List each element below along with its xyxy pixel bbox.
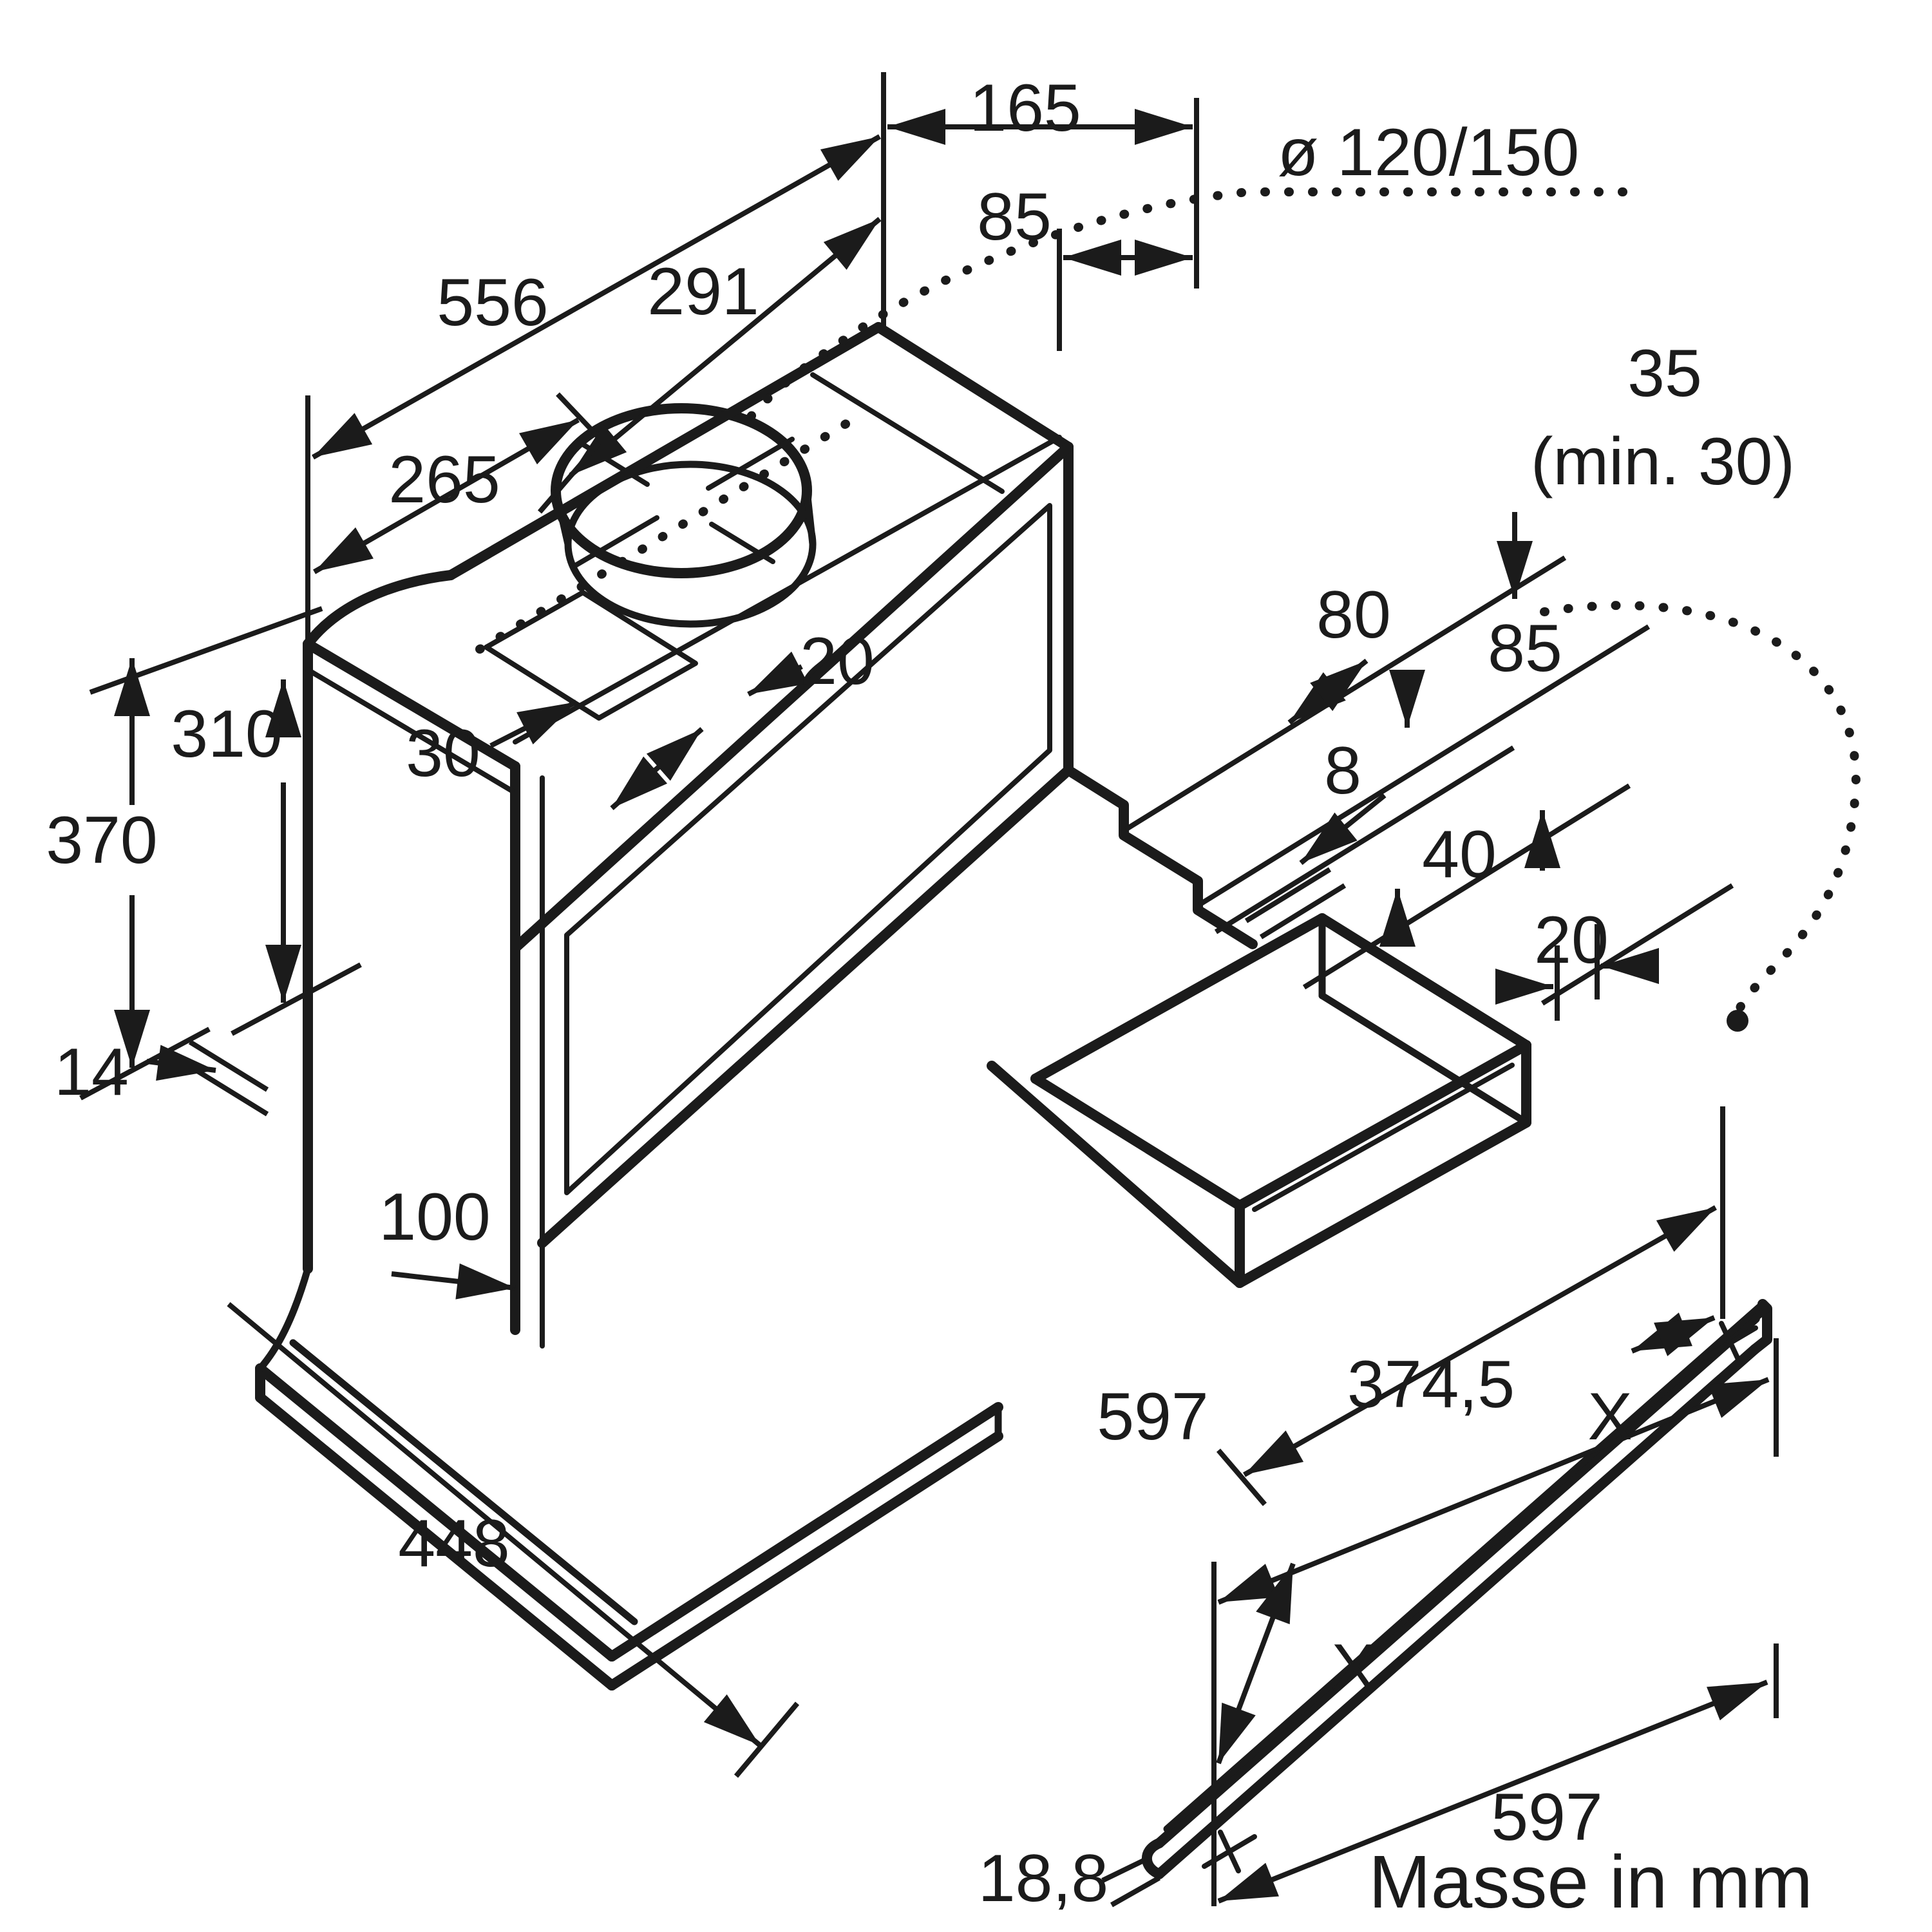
wall-reference-dot (1727, 1010, 1748, 1032)
visor-lip-inner-line (1252, 1063, 1515, 1212)
unit-note: Masse in mm (1368, 1840, 1813, 1924)
dim-label-X-top: X (1587, 1379, 1632, 1454)
leader-14 (146, 1045, 216, 1081)
base-front-top-edge (607, 1402, 1003, 1662)
ext-right-5 (1540, 883, 1734, 1006)
dim-3745 (1243, 1205, 1717, 1477)
tick-8-b (1259, 883, 1347, 940)
dim-448 (227, 1302, 762, 1748)
tick-14-a (188, 1039, 269, 1092)
dim-label-85-right: 85 (1488, 611, 1562, 686)
canopy-front-fill (515, 447, 1068, 1272)
leader-20-top (747, 651, 808, 697)
tick-8-a (1244, 867, 1332, 923)
dim-597-bar (1217, 1680, 1768, 1904)
dim-label-40: 40 (1422, 817, 1497, 892)
diameter-leader-dotted (737, 187, 1627, 433)
visor-top-back-edge (1030, 913, 1327, 1084)
tick-3745-left (1216, 1448, 1267, 1506)
base-left-top-edge (255, 1363, 617, 1662)
canopy-top-right-edge (873, 322, 1074, 452)
visor-top-right-edge (1317, 913, 1531, 1050)
dim-label-35: 35 (1627, 336, 1702, 411)
dim-label-80: 80 (1316, 578, 1391, 652)
dim-label-85-top: 85 (977, 180, 1052, 254)
tick-448-end (734, 1701, 800, 1778)
dim-label-291: 291 (647, 254, 759, 329)
tick-310-bottom (231, 962, 362, 1036)
dim-label-20-right: 20 (1534, 903, 1609, 978)
dimension-lines (79, 72, 1861, 1908)
tick-370-bottom (79, 1027, 211, 1101)
pullout-visor (987, 913, 1531, 1288)
visor-right-bottom-edge (1318, 992, 1530, 1126)
tick-291-left (537, 441, 601, 514)
base-left-bottom-edge (255, 1392, 617, 1690)
ext-right-3 (1214, 745, 1515, 934)
dim-label-448: 448 (398, 1506, 510, 1581)
ext-right-4 (1302, 783, 1631, 990)
canopy-to-base-curve (256, 1265, 312, 1372)
dim-label-597-hood: 597 (1097, 1379, 1209, 1454)
canopy-top-left-edge (303, 639, 520, 772)
leader-188-b (1110, 1875, 1160, 1908)
base-inner-top-line (289, 1339, 638, 1625)
base-left-lip-face (260, 1368, 612, 1685)
dim-X-top (1631, 1312, 1716, 1356)
dim-label-556: 556 (437, 265, 549, 340)
base-assembly (255, 1339, 1003, 1690)
chassis-step-edge (1063, 765, 1258, 949)
front-face-inner-frame (564, 503, 1052, 1195)
chassis-step-profile (1063, 765, 1258, 949)
base-front-lip-face (612, 1407, 998, 1685)
wall-reference-dotted (1540, 601, 1861, 1014)
collar-centerline-d2 (709, 522, 775, 564)
leader-188-a (1101, 1856, 1149, 1883)
dim-label-X-bottom: X (1331, 1631, 1376, 1705)
dim-label-188: 18,8 (978, 1841, 1108, 1916)
top-face-panel (484, 590, 698, 721)
leader-30 (489, 699, 578, 748)
top-left-inner-line (305, 667, 515, 793)
dim-label-370: 370 (46, 803, 158, 878)
dim-label-310: 310 (171, 697, 283, 772)
dim-label-20-top: 20 (800, 624, 875, 699)
dim-label-3745: 374,5 (1347, 1347, 1515, 1422)
dim-label-265: 265 (388, 442, 500, 517)
dim-arrow-topface (610, 726, 704, 811)
visor-lip-top-edge (1235, 1040, 1531, 1211)
visor-pullout-left-edge (987, 1061, 1245, 1288)
collar-centerline-w1 (571, 515, 659, 569)
dim-label-min30: (min. 30) (1531, 424, 1795, 499)
top-face-dotted-line (475, 413, 861, 654)
leader-8 (1299, 793, 1387, 866)
canopy-front-bottom-edge (537, 765, 1074, 1248)
dim-label-165: 165 (969, 71, 1081, 146)
dim-label-8: 8 (1324, 734, 1361, 808)
dim-label-14: 14 (54, 1035, 129, 1110)
canopy-front-top-edge (510, 442, 1074, 953)
dim-265 (313, 417, 580, 574)
bar-right-top-corner (1751, 1305, 1771, 1322)
tick-heights-top (89, 606, 323, 695)
dim-label-diameter: ø 120/150 (1278, 115, 1579, 190)
base-front-bottom-edge (607, 1431, 1003, 1690)
dim-label-100: 100 (379, 1180, 491, 1255)
tick-14-b (188, 1064, 269, 1117)
dim-291 (569, 216, 882, 478)
dim-label-30: 30 (406, 716, 480, 791)
ext-right-2 (1197, 624, 1651, 907)
canopy-left-fill (308, 644, 515, 1330)
dim-80 (1287, 658, 1368, 725)
canopy-endcap-curve (303, 570, 456, 649)
dim-label-597-bar: 597 (1491, 1780, 1603, 1855)
collar-right-side (803, 487, 817, 548)
visor-top-left-edge (1030, 1074, 1245, 1211)
bar-front-bottom-edge (1154, 1344, 1760, 1879)
dimension-labels: 165 85 ø 120/150 556 291 265 20 30 310 3… (46, 71, 1813, 1924)
leader-100 (391, 1263, 516, 1300)
